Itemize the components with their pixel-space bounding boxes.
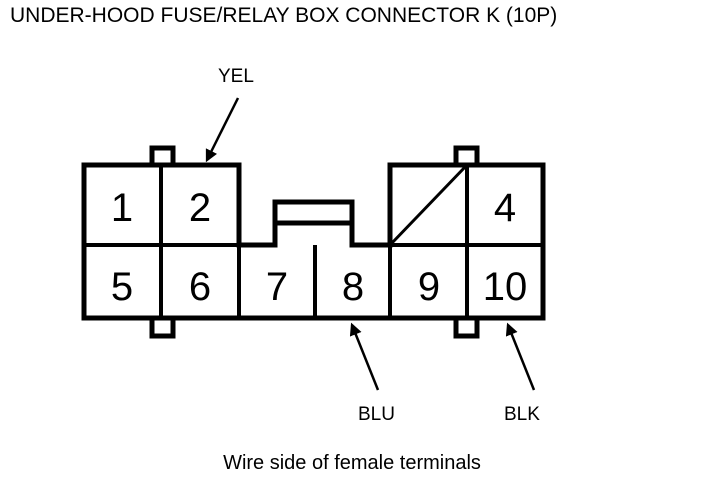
leader-arrow-yel [205, 97, 240, 163]
locking-tab-bottom-right [453, 315, 480, 339]
cavity-number-4: 4 [494, 186, 516, 230]
wire-color-label-yel: YEL [218, 66, 254, 87]
cavity-number-6: 6 [189, 265, 211, 309]
cavity-number-7: 7 [266, 265, 288, 309]
blank-cavity-diagonal [389, 164, 468, 246]
cavity-number-1: 1 [111, 186, 133, 230]
cavity-number-2: 2 [189, 186, 211, 230]
cavity-number-10: 10 [483, 265, 528, 309]
page-title: UNDER-HOOD FUSE/RELAY BOX CONNECTOR K (1… [10, 4, 558, 27]
locking-tab-bottom-left [149, 315, 176, 339]
leader-arrow-blu [349, 322, 380, 391]
wire-color-label-blu: BLU [358, 404, 395, 425]
figure-caption: Wire side of female terminals [223, 452, 481, 474]
cavity-number-5: 5 [111, 265, 133, 309]
leader-arrow-blk [505, 322, 536, 391]
cavity-number-8: 8 [342, 265, 364, 309]
wire-color-label-blk: BLK [504, 404, 540, 425]
cavity-number-9: 9 [418, 265, 440, 309]
